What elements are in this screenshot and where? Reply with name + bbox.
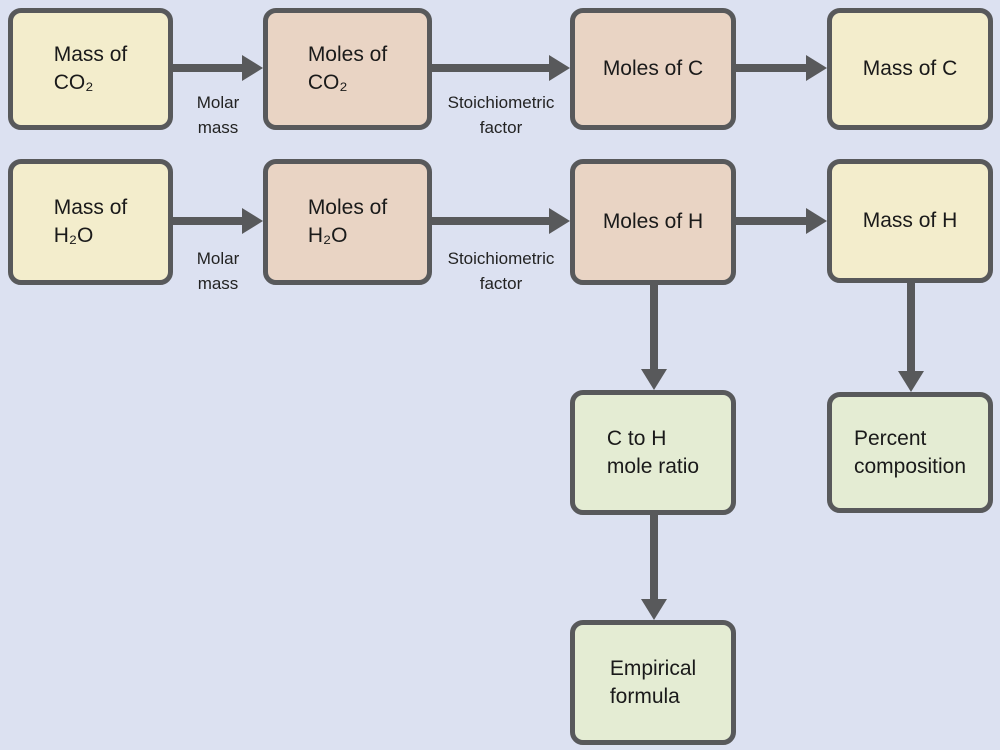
edge-label-stoichiometric-factor: Stoichiometric factor [447, 93, 555, 137]
node-moles-c: Moles of C [570, 8, 736, 130]
arrow-shaft [649, 285, 658, 369]
node-empirical-formula: Empirical formula [570, 620, 736, 745]
arrow-head [897, 371, 924, 392]
arrow-right-icon [432, 55, 570, 81]
node-moles-h2o: Moles of H₂O [263, 159, 432, 285]
arrow-shaft [432, 217, 549, 225]
arrow-shaft [649, 515, 658, 599]
arrow-head [640, 599, 667, 620]
edge-label-molar-mass: Molar mass [196, 93, 240, 137]
node-moles-h: Moles of H [570, 159, 736, 285]
arrow-head [549, 208, 570, 234]
arrow-down-icon [897, 283, 924, 392]
arrow-down-icon [640, 285, 667, 390]
node-mass-h2o-label: Mass of H₂O [53, 196, 128, 247]
arrow-head [242, 55, 263, 81]
node-mass-c-label: Mass of C [862, 57, 958, 80]
arrow-head [242, 208, 263, 234]
node-mass-h: Mass of H [827, 159, 993, 283]
node-mass-h-label: Mass of H [862, 209, 958, 232]
bottom-edge-strip [0, 750, 1000, 753]
arrow-head [806, 208, 827, 234]
node-moles-h2o-label: Moles of H₂O [307, 196, 388, 247]
node-moles-h-label: Moles of H [602, 210, 704, 233]
node-c-to-h-mole-ratio-label: C to H mole ratio [606, 426, 700, 478]
arrow-right-icon [173, 55, 263, 81]
node-moles-co2: Moles of CO₂ [263, 8, 432, 130]
edge-label-stoichiometric-factor: Stoichiometric factor [447, 249, 555, 293]
arrow-right-icon [432, 208, 570, 234]
arrow-shaft [736, 217, 806, 225]
node-percent-composition-label: Percent composition [853, 426, 967, 478]
node-moles-co2-label: Moles of CO₂ [307, 43, 388, 94]
arrow-head [640, 369, 667, 390]
arrow-head [806, 55, 827, 81]
arrow-right-icon [736, 55, 827, 81]
node-percent-composition: Percent composition [827, 392, 993, 513]
node-mass-co2-label: Mass of CO₂ [53, 43, 128, 94]
arrow-shaft [736, 64, 806, 72]
edge-label-molar-mass: Molar mass [196, 249, 240, 293]
arrow-right-icon [736, 208, 827, 234]
node-c-to-h-mole-ratio: C to H mole ratio [570, 390, 736, 515]
node-empirical-formula-label: Empirical formula [609, 656, 697, 708]
arrow-shaft [173, 217, 242, 225]
arrow-right-icon [173, 208, 263, 234]
node-moles-c-label: Moles of C [602, 57, 704, 80]
arrow-shaft [906, 283, 915, 371]
arrow-down-icon [640, 515, 667, 620]
node-mass-co2: Mass of CO₂ [8, 8, 173, 130]
arrow-shaft [432, 64, 549, 72]
node-mass-h2o: Mass of H₂O [8, 159, 173, 285]
arrow-head [549, 55, 570, 81]
node-mass-c: Mass of C [827, 8, 993, 130]
arrow-shaft [173, 64, 242, 72]
